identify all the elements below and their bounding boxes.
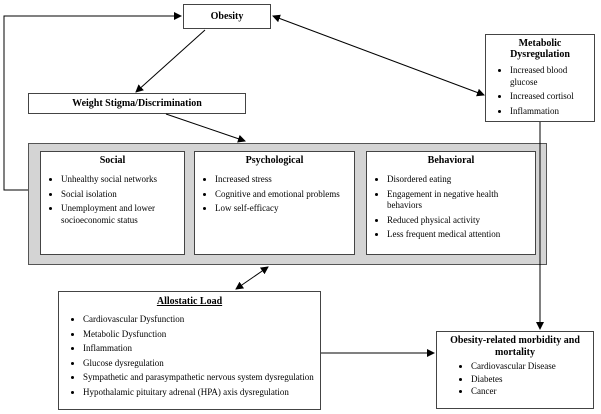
outcome-box: Obesity-related morbidity and mortality … — [436, 331, 594, 409]
list-item: Disordered eating — [387, 174, 531, 186]
feedback-loop-arrow — [3, 12, 182, 191]
list-item: Glucose dysregulation — [83, 358, 314, 370]
list-item: Social isolation — [61, 189, 180, 201]
list-item: Unemployment and lower socioeconomic sta… — [61, 203, 180, 226]
allostatic-title: Allostatic Load — [156, 296, 223, 307]
list-item: Cardiovascular Disease — [471, 361, 589, 373]
list-item: Inflammation — [510, 106, 590, 118]
metabolic-title: Metabolic Dysregulation — [510, 38, 570, 60]
behavioral-title: Behavioral — [427, 155, 475, 166]
list-item: Cardiovascular Dysfunction — [83, 314, 314, 326]
behavioral-box: Behavioral Disordered eating Engagement … — [366, 151, 536, 255]
psychological-title: Psychological — [245, 155, 304, 166]
list-item: Low self-efficacy — [215, 203, 350, 215]
social-title: Social — [99, 155, 126, 166]
list-item: Cancer — [471, 386, 589, 398]
behavioral-list: Disordered eating Engagement in negative… — [371, 174, 531, 241]
allostatic-load-box: Allostatic Load Cardiovascular Dysfuncti… — [58, 291, 321, 410]
list-item: Sympathetic and parasympathetic nervous … — [83, 372, 314, 384]
metabolic-list: Increased blood glucose Increased cortis… — [490, 65, 590, 117]
obesity-metabolic-arrow — [272, 14, 485, 97]
metabolic-dysregulation-box: Metabolic Dysregulation Increased blood … — [485, 34, 595, 122]
list-item: Engagement in negative health behaviors — [387, 189, 531, 212]
list-item: Reduced physical activity — [387, 215, 531, 227]
list-item: Inflammation — [83, 343, 314, 355]
stigma-factors-arrow — [165, 113, 246, 143]
weight-stigma-box: Weight Stigma/Discrimination — [28, 93, 246, 114]
obesity-stigma-arrow — [135, 29, 206, 93]
factors-allostatic-arrow — [235, 266, 269, 290]
list-item: Less frequent medical attention — [387, 229, 531, 241]
obesity-box: Obesity — [183, 4, 271, 29]
psychological-box: Psychological Increased stress Cognitive… — [194, 151, 355, 255]
list-item: Hypothalamic pituitary adrenal (HPA) axi… — [83, 387, 314, 399]
outcome-list: Cardiovascular Disease Diabetes Cancer — [441, 361, 589, 398]
allostatic-list: Cardiovascular Dysfunction Metabolic Dys… — [65, 314, 314, 398]
social-box: Social Unhealthy social networks Social … — [40, 151, 185, 255]
list-item: Metabolic Dysfunction — [83, 329, 314, 341]
list-item: Diabetes — [471, 374, 589, 386]
list-item: Cognitive and emotional problems — [215, 189, 350, 201]
list-item: Unhealthy social networks — [61, 174, 180, 186]
psychological-list: Increased stress Cognitive and emotional… — [199, 174, 350, 215]
stigma-title: Weight Stigma/Discrimination — [72, 98, 202, 109]
list-item: Increased blood glucose — [510, 65, 590, 88]
list-item: Increased stress — [215, 174, 350, 186]
list-item: Increased cortisol — [510, 91, 590, 103]
social-list: Unhealthy social networks Social isolati… — [45, 174, 180, 226]
outcome-title: Obesity-related morbidity and mortality — [450, 335, 580, 358]
obesity-title: Obesity — [210, 11, 244, 22]
